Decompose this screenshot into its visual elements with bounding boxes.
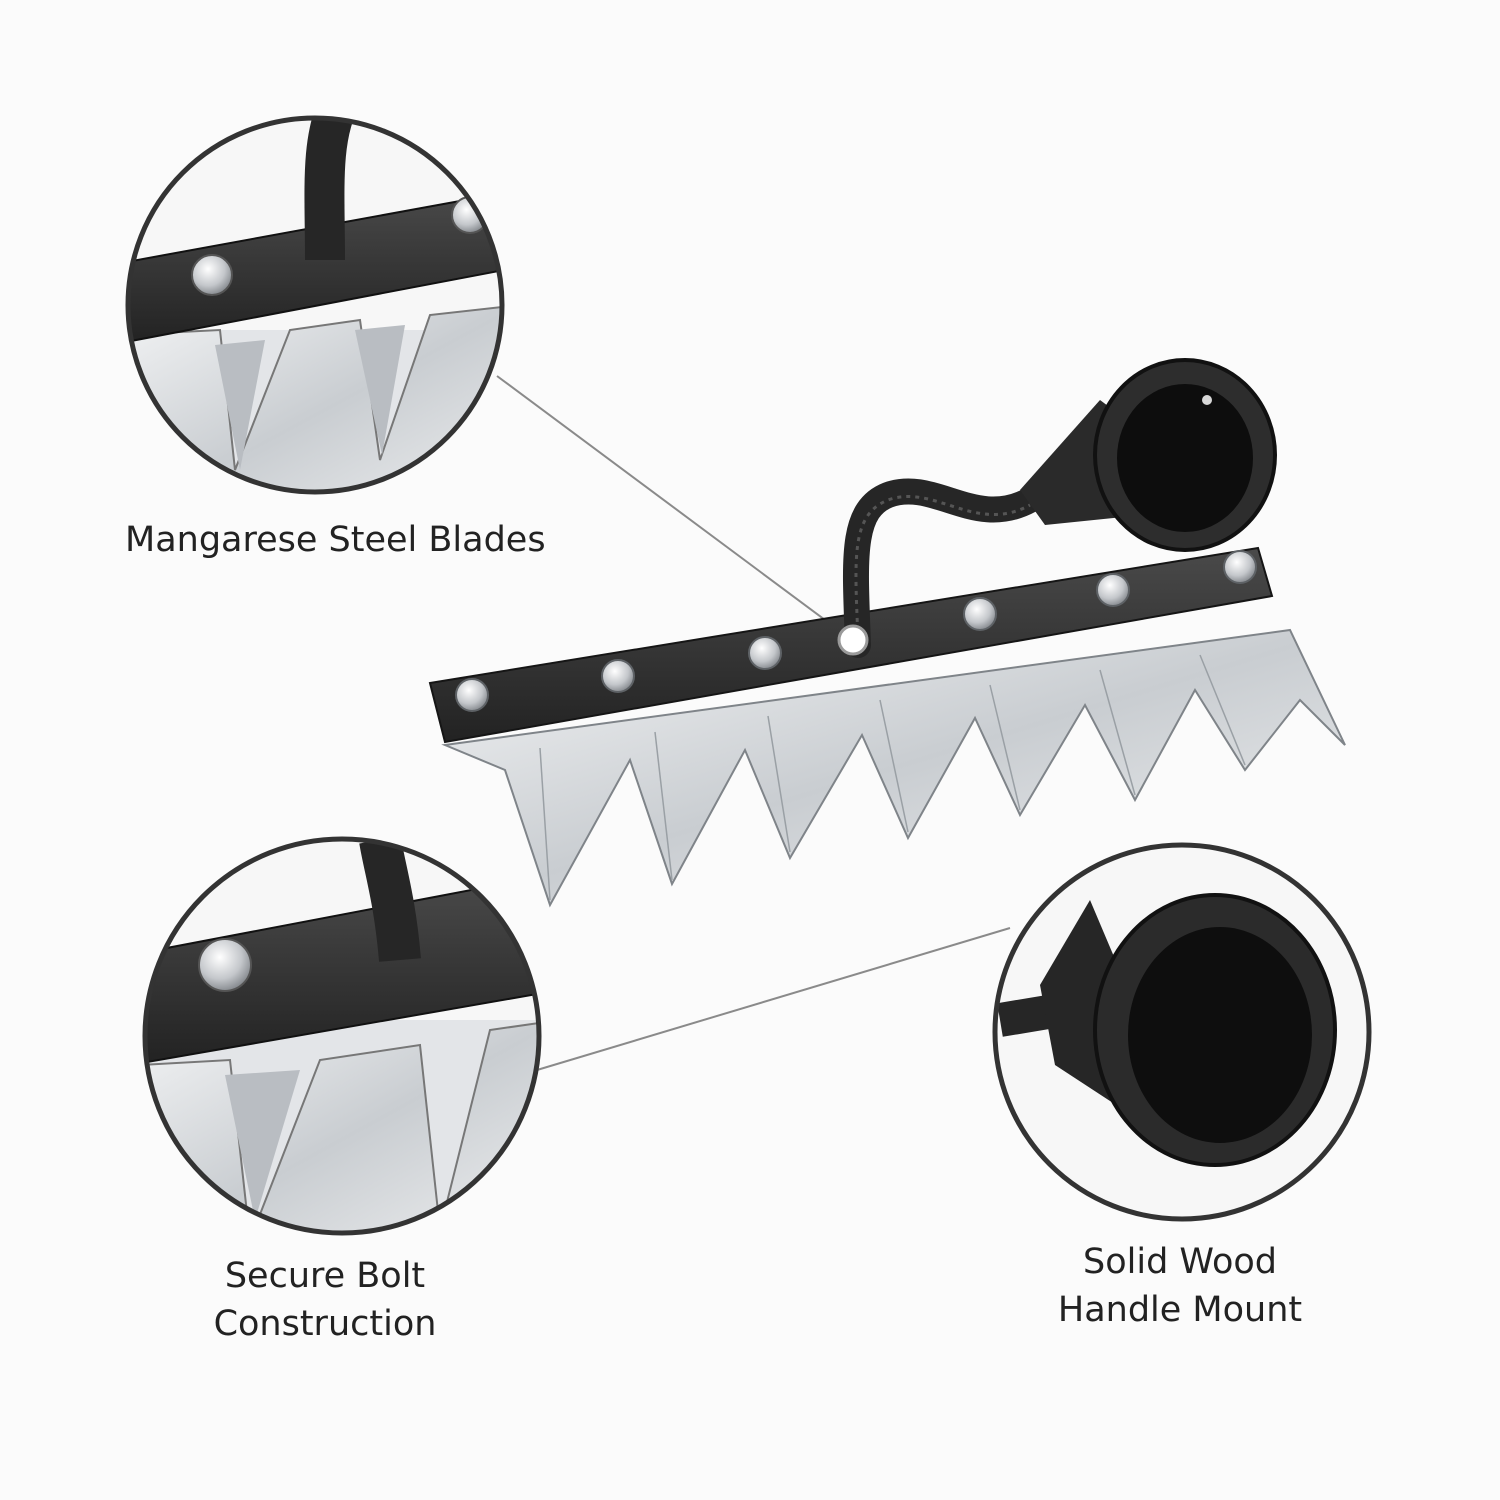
rake-bolts [455, 550, 1257, 712]
callout-label-bolt-line-2: Construction [213, 1304, 437, 1344]
bolt-closeup-icon [142, 836, 542, 1236]
bolt-icon [1096, 573, 1130, 607]
bolt-icon [963, 597, 997, 631]
rake-teeth [441, 628, 1346, 908]
leader-line-bolt [536, 927, 1011, 1071]
rake-head-icon [428, 358, 1346, 908]
blade-closeup-icon [125, 115, 505, 495]
callout-label-blades: Mangarese Steel Blades [125, 516, 546, 564]
handle-socket-closeup-icon [992, 842, 1372, 1222]
bolt-icon [455, 678, 489, 712]
callout-label-bolt-line-1: Secure Bolt [224, 1256, 426, 1296]
handle-socket [1020, 358, 1277, 552]
bolt-icon [1223, 550, 1257, 584]
callout-label-mount-line-2: Handle Mount [1057, 1290, 1303, 1330]
callout-label-blades-line: Mangarese Steel Blades [125, 520, 546, 560]
leader-lines [496, 375, 1011, 1071]
callout-label-mount-line-1: Solid Wood [1082, 1242, 1278, 1282]
bolt-icon [601, 659, 635, 693]
callout-label-mount: Solid Wood Handle Mount [1030, 1238, 1330, 1334]
leader-line-blades [496, 375, 853, 641]
bolt-icon [748, 636, 782, 670]
callout-marker-dot [837, 624, 869, 656]
callout-label-bolt: Secure Bolt Construction [150, 1252, 500, 1348]
